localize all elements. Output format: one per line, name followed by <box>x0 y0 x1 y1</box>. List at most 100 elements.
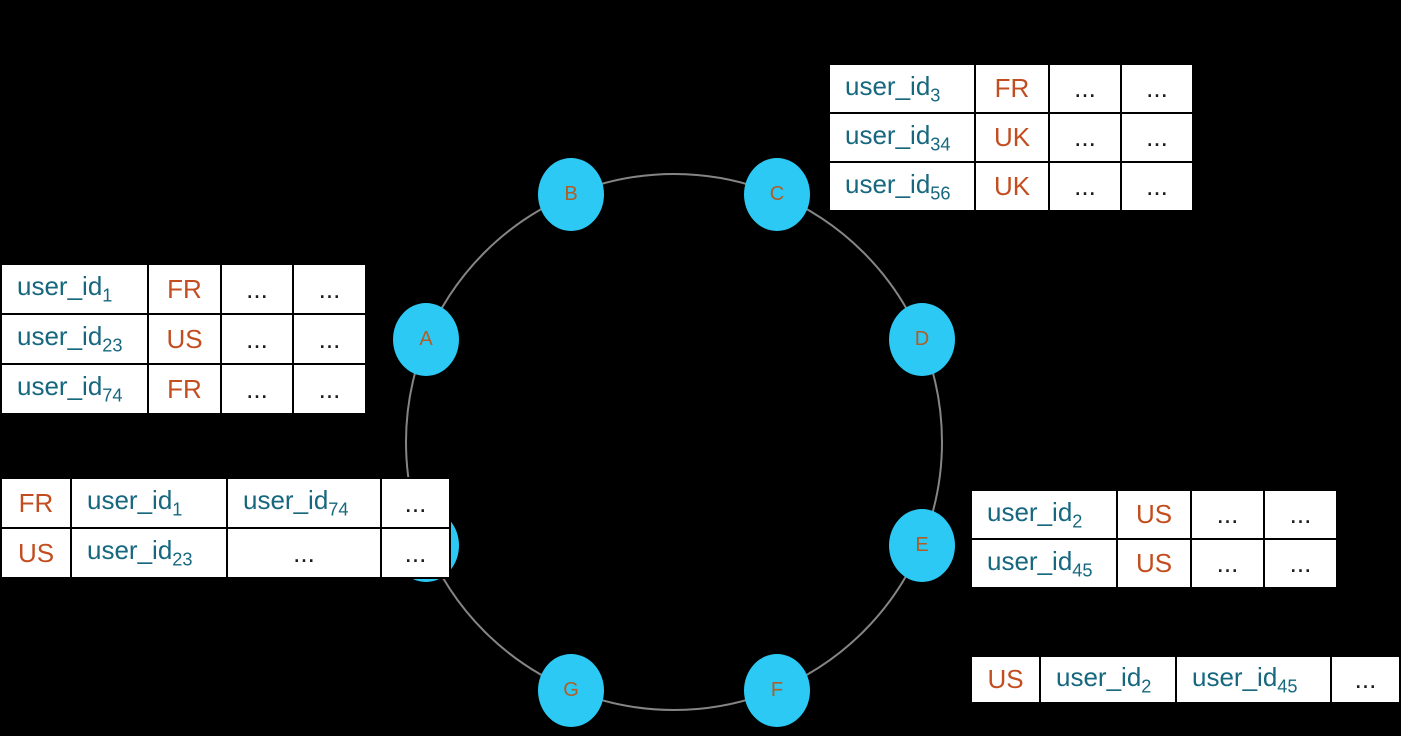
cell-subscript: 56 <box>930 183 951 204</box>
table-row: user_id74 FR...... <box>0 363 367 415</box>
cell-text: user_id <box>1192 661 1278 692</box>
cell-ellipsis: ... <box>1048 112 1122 163</box>
node-label: A <box>419 328 433 350</box>
cell-ellipsis: ... <box>292 363 367 415</box>
cell-ellipsis: ... <box>380 527 451 579</box>
node-label: E <box>915 534 929 556</box>
cell-ellipsis: ... <box>292 313 367 365</box>
cell-text: user_id <box>243 485 329 516</box>
cell-text: user_id <box>845 119 931 150</box>
cell-text: ... <box>1354 664 1377 694</box>
cell-id: user_id23 <box>0 313 149 365</box>
cell-ellipsis: ... <box>220 363 294 415</box>
node-label: D <box>914 328 930 350</box>
cell-text: FR <box>18 487 54 518</box>
node-a: A <box>393 302 459 376</box>
cell-text: US <box>987 664 1024 694</box>
cell-text: FR <box>167 373 202 404</box>
cell-id: user_id2 <box>970 489 1118 540</box>
cell-country: FR <box>147 363 222 415</box>
node-label: F <box>770 679 784 701</box>
cell-text: user_id <box>17 371 103 402</box>
cell-subscript: 23 <box>172 549 193 570</box>
cell-ellipsis: ... <box>1190 489 1265 540</box>
cell-text: ... <box>246 273 268 304</box>
cell-text: FR <box>994 73 1030 103</box>
node-b: B <box>538 157 604 231</box>
cell-subscript: 23 <box>102 335 123 356</box>
cell-country: US <box>0 527 72 579</box>
cell-country: US <box>1116 489 1192 540</box>
cell-subscript: 1 <box>102 285 113 306</box>
cell-subscript: 45 <box>1277 676 1298 697</box>
cell-id: user_id23 <box>70 527 228 579</box>
cell-text: ... <box>1074 73 1096 103</box>
cell-text: user_id <box>1056 661 1142 692</box>
cell-ellipsis: ... <box>1048 161 1122 212</box>
cell-ellipsis: ... <box>380 477 451 529</box>
cell-text: user_id <box>17 321 103 352</box>
cell-text: user_id <box>87 485 173 516</box>
table-row: user_id1 FR...... <box>0 263 367 315</box>
node-c: C <box>744 157 810 231</box>
cell-subscript: 2 <box>1072 511 1083 532</box>
cell-text: ... <box>246 323 268 354</box>
cell-text: UK <box>993 122 1031 152</box>
cell-subscript: 2 <box>1141 676 1152 697</box>
cell-ellipsis: ... <box>292 263 367 315</box>
cell-text: user_id <box>87 535 173 566</box>
cell-ellipsis: ... <box>220 263 294 315</box>
cell-subscript: 3 <box>930 85 941 106</box>
cell-text: US <box>166 323 203 354</box>
cell-text: ... <box>1216 548 1239 578</box>
cell-country: US <box>1116 538 1192 589</box>
cell-id: user_id1 <box>0 263 149 315</box>
cell-text: user_id <box>845 168 931 199</box>
cell-subscript: 74 <box>328 499 349 520</box>
cell-id: user_id3 <box>828 63 976 114</box>
cell-text: ... <box>1146 73 1168 103</box>
cell-text: US <box>1135 548 1173 578</box>
cell-text: user_id <box>845 70 931 101</box>
table-row: user_id3 FR...... <box>828 63 1194 114</box>
cell-country: FR <box>147 263 222 315</box>
node-label: G <box>563 679 579 701</box>
cell-country: US <box>970 655 1041 704</box>
cell-ellipsis: ... <box>1330 655 1401 704</box>
cell-id: user_id45 <box>1175 655 1332 704</box>
cell-id: user_id74 <box>0 363 149 415</box>
cell-subscript: 45 <box>1072 560 1093 581</box>
node-f: F <box>744 653 810 727</box>
node-label: B <box>564 183 578 205</box>
cell-text: user_id <box>987 545 1073 576</box>
table-row: user_id45 US...... <box>970 538 1338 589</box>
cell-ellipsis: ... <box>1263 538 1338 589</box>
table-row: user_id56 UK...... <box>828 161 1194 212</box>
cell-subscript: 1 <box>172 499 183 520</box>
cell-text: ... <box>1074 171 1096 201</box>
cell-id: user_id1 <box>70 477 228 529</box>
cell-text: ... <box>318 373 341 404</box>
cell-id: user_id56 <box>828 161 976 212</box>
cell-country: UK <box>974 161 1050 212</box>
cell-ellipsis: ... <box>220 313 294 365</box>
cell-text: ... <box>1146 171 1168 201</box>
cell-text: FR <box>167 273 202 304</box>
cell-text: UK <box>993 171 1031 201</box>
cell-text: user_id <box>17 271 103 302</box>
cell-text: ... <box>246 373 268 404</box>
node-e: E <box>889 508 955 582</box>
cell-ellipsis: ... <box>1120 112 1194 163</box>
cell-text: ... <box>1146 122 1168 152</box>
cell-text: user_id <box>987 496 1073 527</box>
cell-text: ... <box>293 537 315 568</box>
cell-subscript: 74 <box>102 385 123 406</box>
